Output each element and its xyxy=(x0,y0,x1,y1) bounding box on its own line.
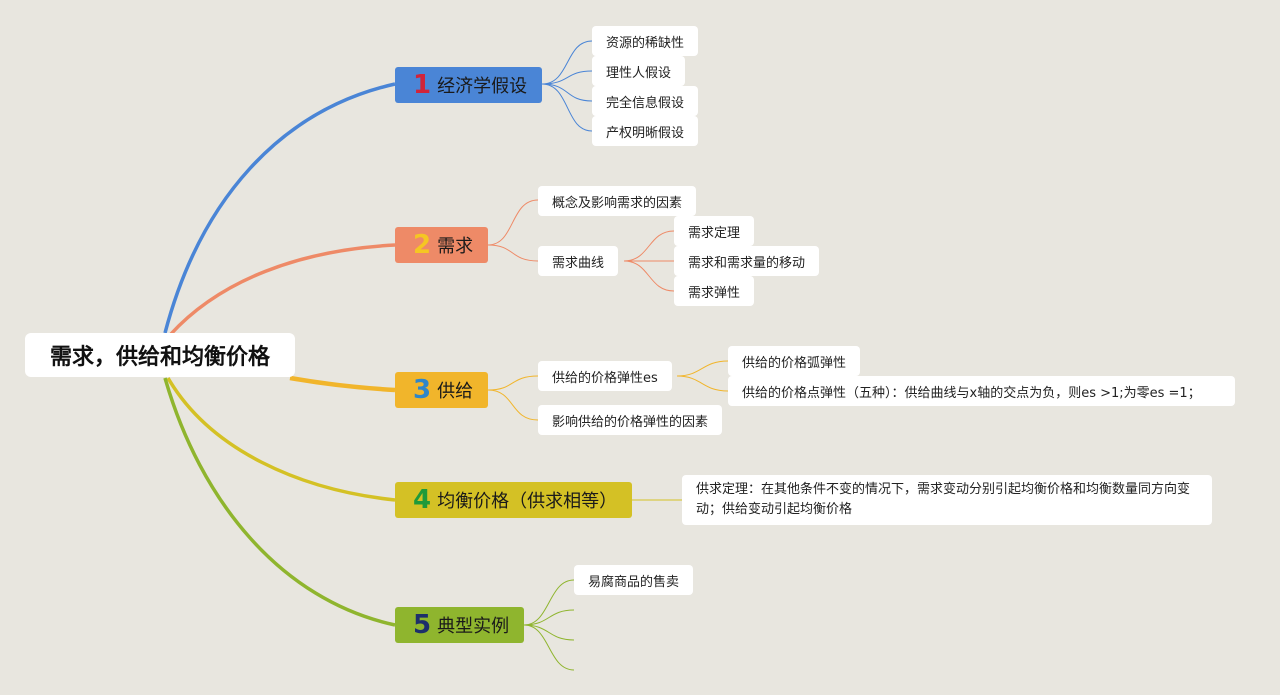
connector-branch-4 xyxy=(166,377,396,502)
leaf-perishable-goods[interactable]: 易腐商品的售卖 xyxy=(574,565,694,595)
branch-supply[interactable]: 3 供给 xyxy=(395,372,488,408)
branch-equilibrium-price[interactable]: 4 均衡价格（供求相等） xyxy=(395,482,632,518)
branch-label: 均衡价格（供求相等） xyxy=(437,491,618,512)
branch-number: 2 xyxy=(413,230,432,260)
leaf-demand-curve[interactable]: 需求曲线 xyxy=(538,246,619,276)
branch-number: 3 xyxy=(413,375,432,405)
branch-typical-examples[interactable]: 5 典型实例 xyxy=(395,607,524,643)
connector-branch-1 xyxy=(163,82,396,334)
branch-number: 1 xyxy=(413,70,432,100)
leaf-demand-shift[interactable]: 需求和需求量的移动 xyxy=(674,246,820,276)
connector-branch-5 xyxy=(163,377,396,627)
branch-label: 供给 xyxy=(437,381,474,402)
branch-label: 典型实例 xyxy=(437,616,510,637)
leaf-complete-information[interactable]: 完全信息假设 xyxy=(592,86,699,116)
leaf-law-of-demand[interactable]: 需求定理 xyxy=(674,216,755,246)
leaf-property-rights[interactable]: 产权明晰假设 xyxy=(592,116,699,146)
branch-number: 4 xyxy=(413,485,432,515)
leaf-point-elasticity[interactable]: 供给的价格点弹性（五种）：供给曲线与x轴的交点为负，则es >1;为零es =1… xyxy=(728,376,1235,406)
branch-economic-assumptions[interactable]: 1 经济学假设 xyxy=(395,67,542,103)
branch-demand[interactable]: 2 需求 xyxy=(395,227,488,263)
root-topic[interactable]: 需求，供给和均衡价格 xyxy=(25,333,295,377)
branch-number: 5 xyxy=(413,610,432,640)
leaf-law-of-supply-demand[interactable]: 供求定理：在其他条件不变的情况下，需求变动分别引起均衡价格和均衡数量同方向变动；… xyxy=(682,475,1212,525)
leaf-demand-elasticity[interactable]: 需求弹性 xyxy=(674,276,755,306)
leaf-demand-concept[interactable]: 概念及影响需求的因素 xyxy=(538,186,697,216)
leaf-arc-elasticity[interactable]: 供给的价格弧弹性 xyxy=(728,346,861,376)
connector-branch-2 xyxy=(168,243,396,337)
leaf-supply-elasticity-factors[interactable]: 影响供给的价格弹性的因素 xyxy=(538,405,723,435)
leaf-resource-scarcity[interactable]: 资源的稀缺性 xyxy=(592,26,699,56)
connector-branch-3 xyxy=(289,375,396,393)
leaf-rational-person[interactable]: 理性人假设 xyxy=(592,56,686,86)
branch-label: 需求 xyxy=(437,236,474,257)
branch-label: 经济学假设 xyxy=(437,76,528,97)
leaf-supply-price-elasticity[interactable]: 供给的价格弹性es xyxy=(538,361,672,391)
